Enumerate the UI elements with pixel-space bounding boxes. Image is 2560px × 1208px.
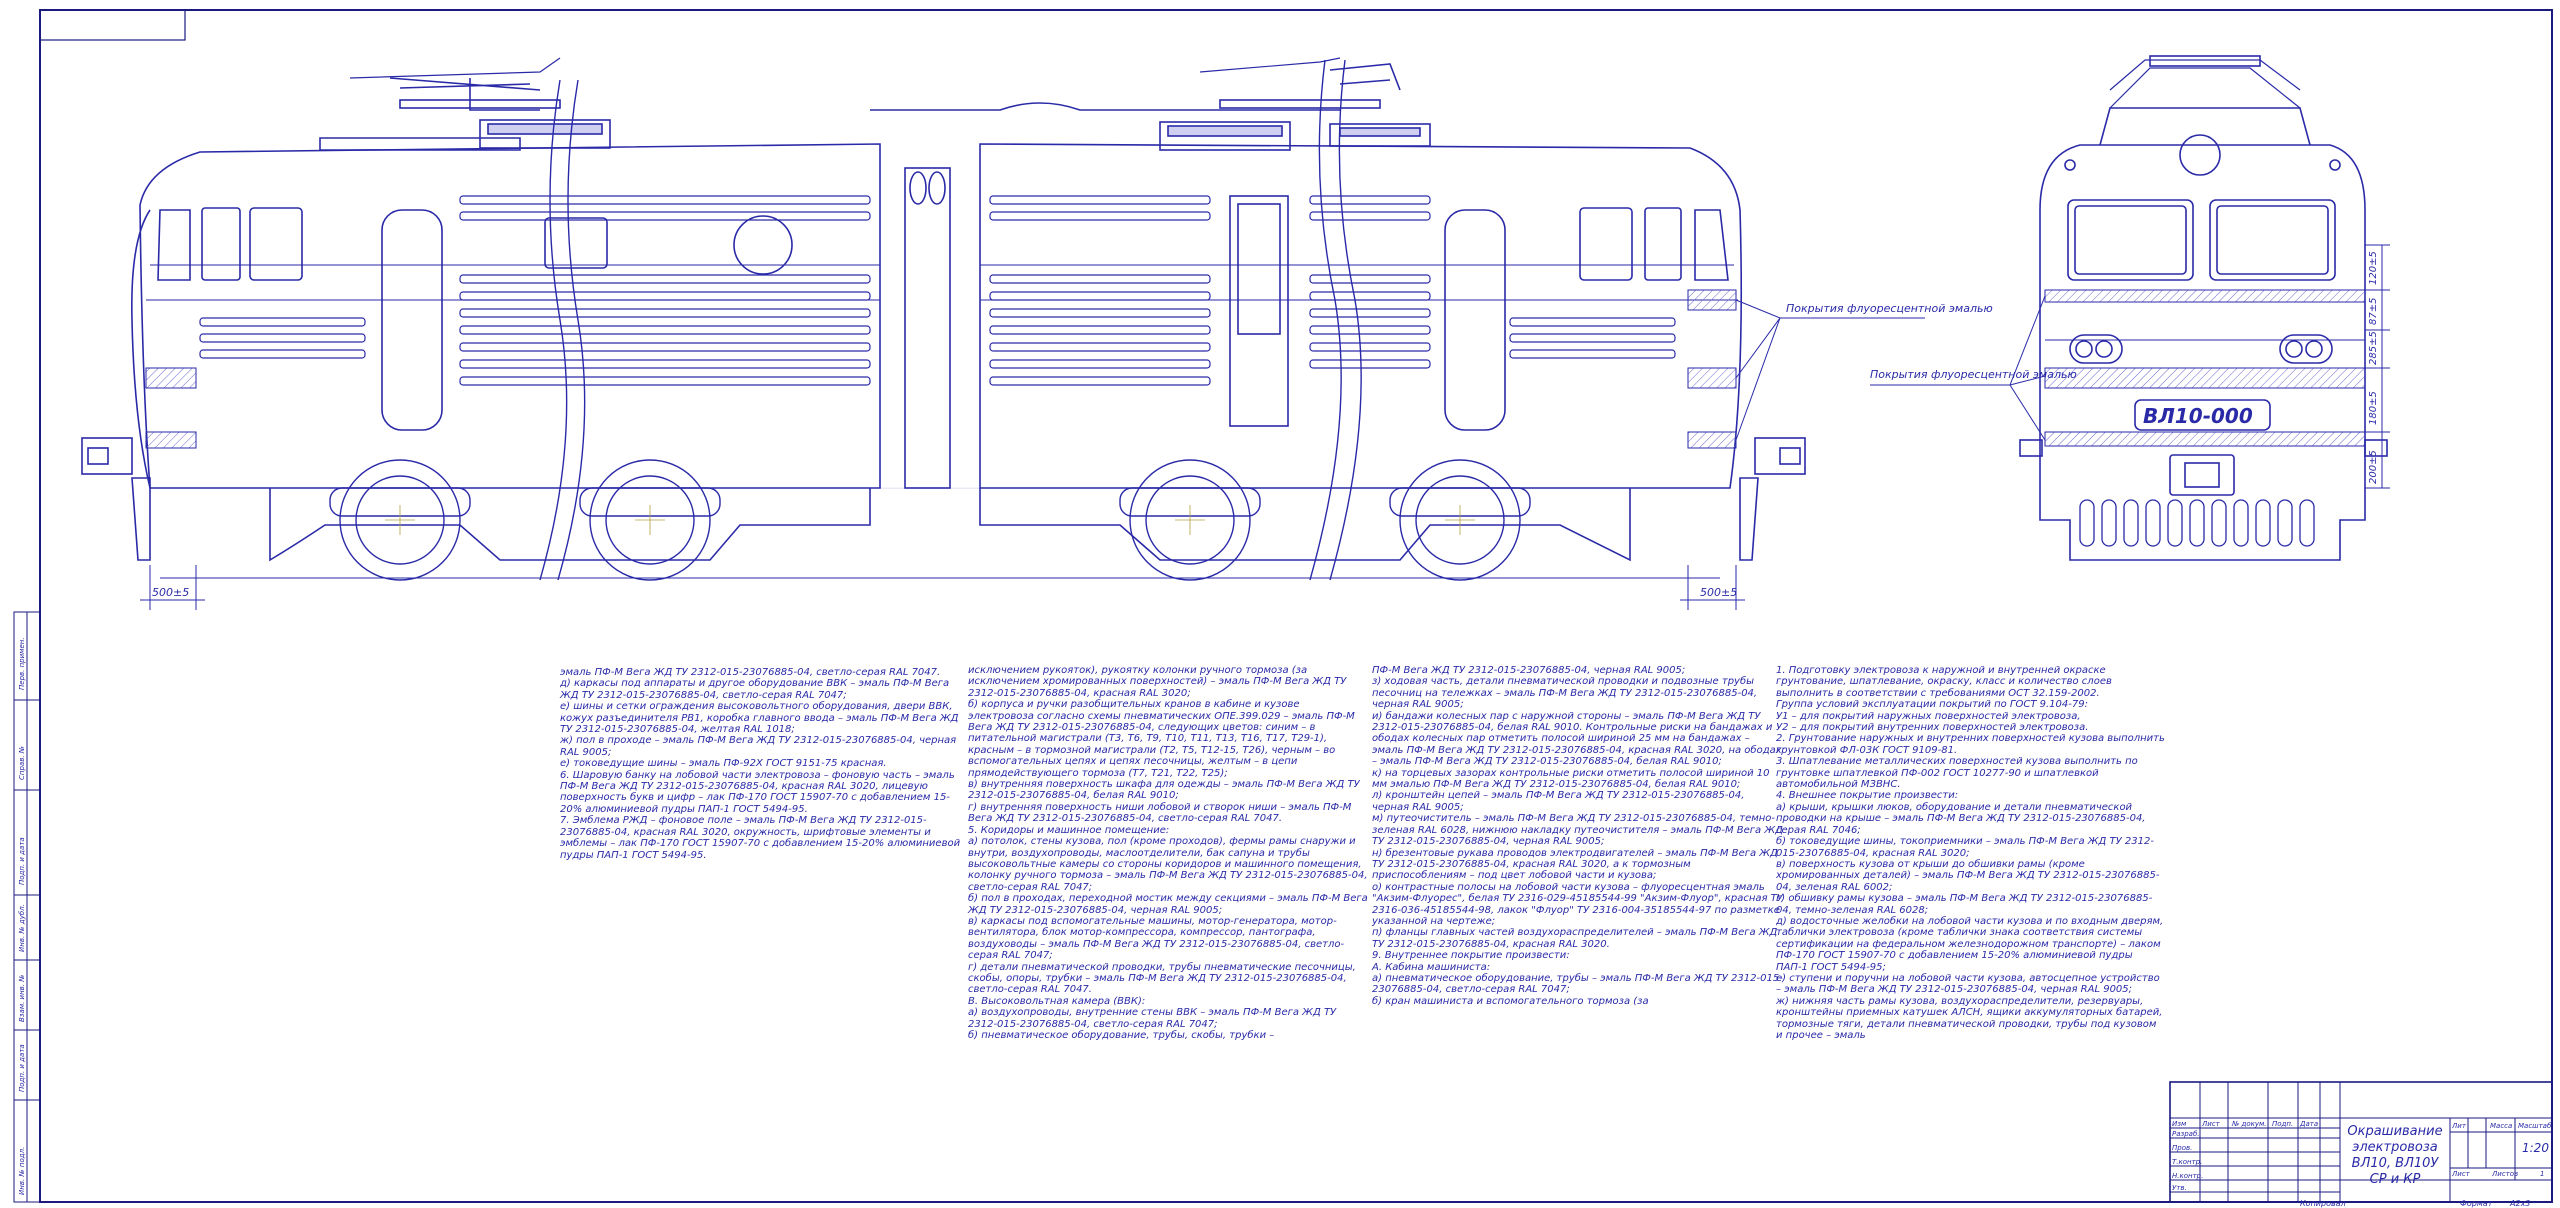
front-view bbox=[1870, 55, 2390, 561]
callout-fluor-front: Покрытия флуоресцентной эмалью bbox=[1870, 368, 2077, 381]
callout-fluor-side: Покрытия флуоресцентной эмалью bbox=[1786, 302, 1993, 315]
front-dim: 285±5 bbox=[2368, 331, 2379, 365]
tb-scale-label: Масштаб bbox=[2518, 1122, 2552, 1130]
title-block-text: Изм Лист № докум. Подп. Дата Разраб. Про… bbox=[2172, 1120, 2552, 1208]
side-view bbox=[81, 57, 1925, 610]
number-plate: ВЛ10-000 bbox=[2143, 404, 2253, 428]
tb-row-label: Разраб. bbox=[2172, 1130, 2200, 1138]
front-dim: 120±5 bbox=[2368, 251, 2379, 285]
tb-sheets-label: Листов bbox=[2491, 1170, 2518, 1178]
notes-column-1: эмаль ПФ-М Вега ЖД ТУ 2312-015-23076885-… bbox=[560, 667, 961, 861]
tb-title: Окрашивание электровоза ВЛ10, ВЛ10У СР и… bbox=[2347, 1124, 2443, 1187]
tb-sheets-value: 1 bbox=[2540, 1170, 2544, 1178]
tb-row-label: Пров. bbox=[2172, 1144, 2192, 1152]
front-dim: 200±5 bbox=[2368, 450, 2379, 484]
side-label: Справ. № bbox=[18, 746, 26, 780]
tb-row-label: № докум. bbox=[2231, 1120, 2267, 1128]
tb-lit-label: Лит bbox=[2451, 1122, 2467, 1130]
tb-row-label: Утв. bbox=[2172, 1184, 2187, 1192]
tb-row-label: Дата bbox=[2299, 1120, 2318, 1128]
dim-left: 500±5 bbox=[152, 586, 189, 599]
tb-row-label: Изм bbox=[2172, 1120, 2187, 1128]
notes-column-4: 1. Подготовку электровоза к наружной и в… bbox=[1776, 665, 2165, 1041]
notes-column-3: ПФ-М Вега ЖД ТУ 2312-015-23076885-04, че… bbox=[1372, 665, 1783, 1007]
tb-mass-label: Масса bbox=[2490, 1122, 2512, 1130]
tb-scale: 1:20 bbox=[2522, 1141, 2549, 1155]
side-label: Инв. № подл. bbox=[18, 1147, 26, 1195]
tb-format-label: Формат bbox=[2460, 1199, 2493, 1208]
tb-sheet-label: Лист bbox=[2451, 1170, 2471, 1178]
tb-row-label: Лист bbox=[2201, 1120, 2221, 1128]
front-dim: 180±5 bbox=[2368, 391, 2379, 425]
tb-row-label: Подп. bbox=[2272, 1120, 2293, 1128]
front-view-labels: ВЛ10-000 Покрытия флуоресцентной эмалью … bbox=[1870, 251, 2379, 484]
front-dim: 87±5 bbox=[2368, 298, 2379, 325]
side-label: Подп. и дата bbox=[18, 837, 26, 885]
tb-row-label: Т.контр. bbox=[2172, 1158, 2202, 1166]
tb-copied: Копировал bbox=[2300, 1199, 2346, 1208]
tb-row-label: Н.контр. bbox=[2172, 1172, 2203, 1180]
tb-format-value: А2х3 bbox=[2509, 1199, 2530, 1208]
side-label: Взам. инв. № bbox=[18, 974, 26, 1022]
side-stamp bbox=[13, 611, 41, 1203]
side-label: Инв. № дубл. bbox=[18, 904, 26, 952]
side-view-labels: 500±5 500±5 Покрытия флуоресцентной эмал… bbox=[152, 302, 1993, 599]
side-label: Перв. примен. bbox=[18, 637, 26, 690]
dim-right: 500±5 bbox=[1700, 586, 1737, 599]
notes-column-2: исключением рукояток), рукоятку колонки … bbox=[968, 665, 1368, 1041]
title-block bbox=[2169, 1081, 2553, 1203]
side-label: Подп. и дата bbox=[18, 1044, 26, 1092]
side-stamp-labels: Перв. примен. Справ. № Подп. и дата Инв.… bbox=[18, 637, 26, 1195]
